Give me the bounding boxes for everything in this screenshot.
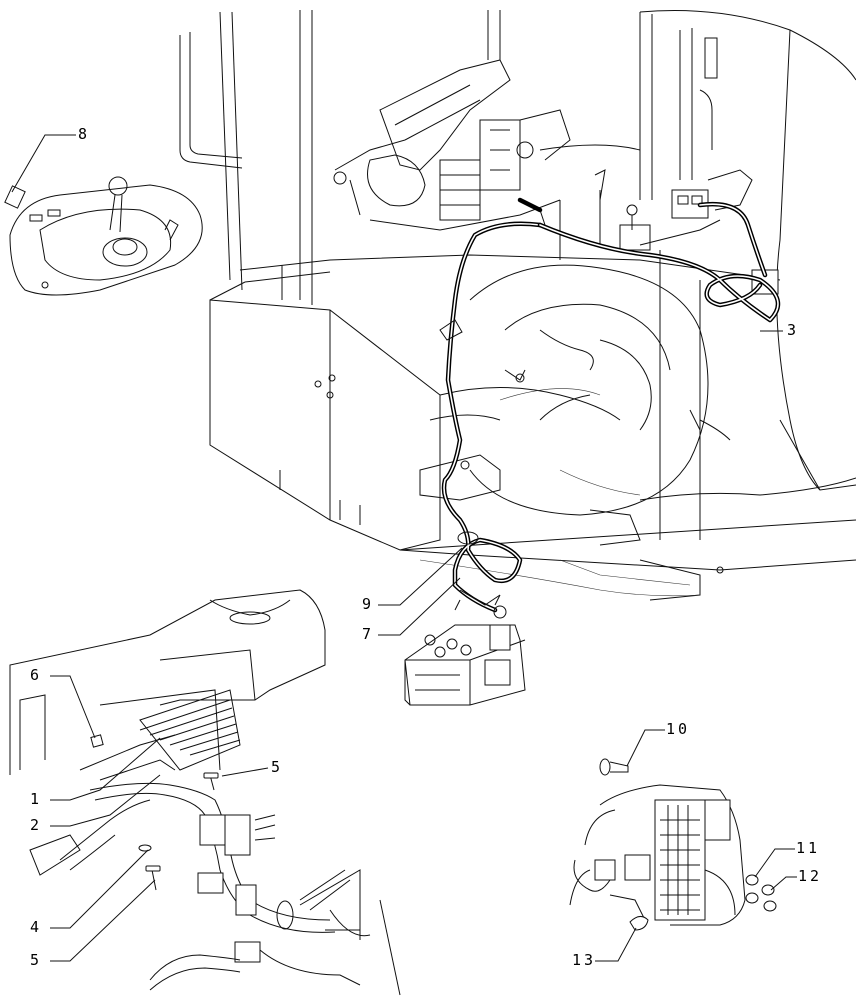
harness-detail-inset	[9, 589, 401, 996]
callout-5-upper: 5	[271, 758, 284, 776]
callout-2: 2	[30, 816, 43, 834]
callout-10: 10	[666, 720, 691, 738]
fuse-box-inset	[569, 758, 777, 931]
valve-block	[404, 594, 526, 706]
callout-12: 12	[798, 867, 823, 885]
callout-8: 8	[78, 125, 91, 143]
wire-harness	[439, 197, 781, 613]
callout-3: 3	[787, 321, 800, 339]
leader-lines	[11, 134, 797, 962]
callout-9: 9	[362, 595, 375, 613]
cab-frame	[179, 9, 856, 601]
callout-1: 1	[30, 790, 43, 808]
callout-11: 11	[796, 839, 821, 857]
callout-5-lower: 5	[30, 951, 43, 969]
steering-console-inset	[4, 176, 203, 296]
upper-control-assembly	[333, 59, 779, 383]
callout-7: 7	[362, 625, 375, 643]
callout-13: 13	[572, 951, 597, 969]
callout-4: 4	[30, 918, 43, 936]
callout-6: 6	[30, 666, 43, 684]
